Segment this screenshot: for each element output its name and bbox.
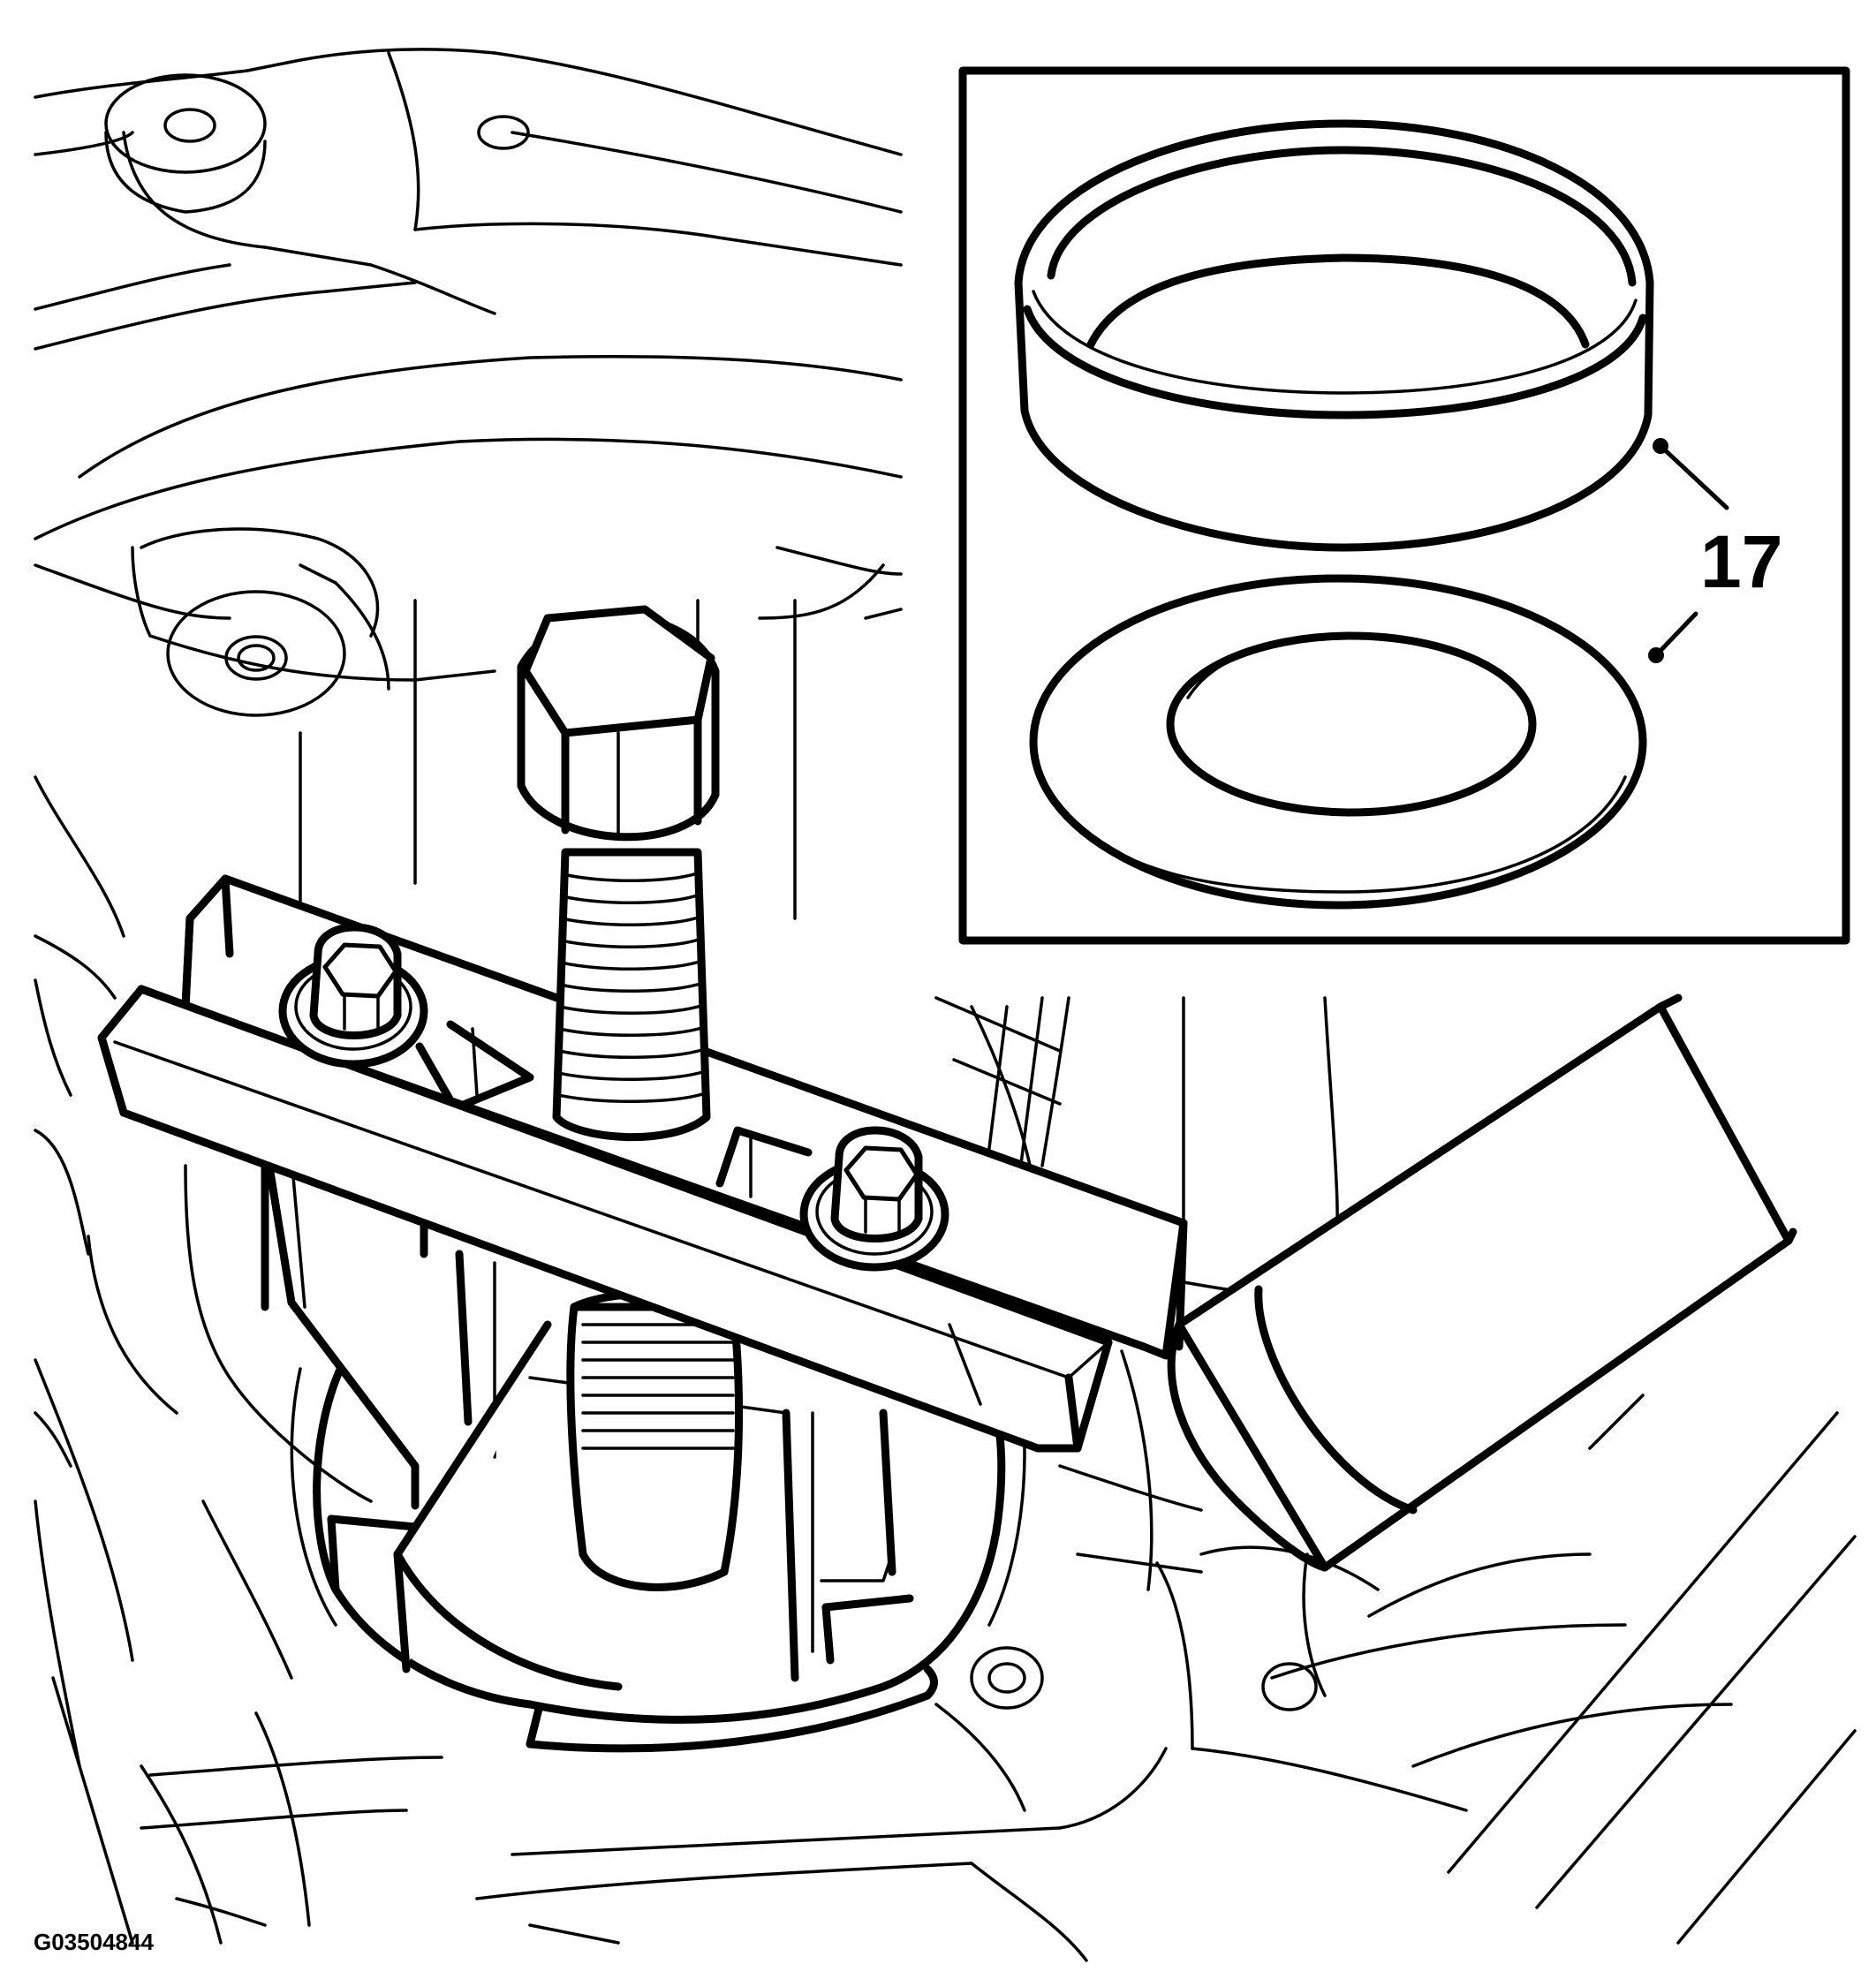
- main-spindle-threads: [556, 871, 707, 1103]
- figure-id: G03504844: [34, 1929, 154, 1955]
- callout-17-label: 17: [1700, 520, 1782, 603]
- washer-ring: [1029, 574, 1647, 910]
- puller-jaws: [261, 1135, 896, 1691]
- housing-background: [34, 48, 1857, 1962]
- inset-panel: 17: [958, 66, 1850, 945]
- sleeve-ring: [1014, 119, 1654, 552]
- right-bolt: [799, 1126, 949, 1272]
- main-spindle: [552, 848, 711, 1142]
- callout-17-leaders: [1648, 438, 1729, 663]
- left-bolt: [278, 923, 428, 1069]
- housing-bore: [290, 1347, 1026, 1753]
- hex-head: [517, 605, 720, 842]
- lower-spindle: [566, 1289, 744, 1591]
- driver-handle: [1167, 993, 1797, 1572]
